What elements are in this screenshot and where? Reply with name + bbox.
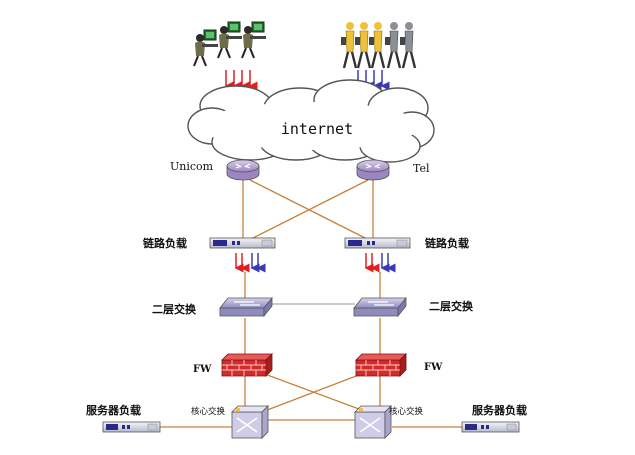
server-load-balancer-icon <box>102 421 161 433</box>
firewall-brick-icon <box>355 353 407 377</box>
server-load-balancer-icon <box>461 421 520 433</box>
router-icon <box>356 159 390 181</box>
l2-switch-left-label: 二层交换 <box>152 302 197 316</box>
walking-people-icon <box>341 22 417 69</box>
core-switch-icon <box>231 405 269 439</box>
traffic-arrows-middle <box>234 253 396 273</box>
fw-right-label: FW <box>424 362 443 373</box>
fw-left-label: FW <box>193 364 212 375</box>
load-balancer-device-icon <box>209 237 276 249</box>
isp-tel-label: Tel <box>413 162 430 175</box>
connection-lines <box>160 178 462 428</box>
internet-label: internet <box>281 120 353 138</box>
server-lb-left-label: 服务器负载 <box>86 403 141 417</box>
link-right-fw-to-left-core <box>261 372 365 413</box>
core-switch-left-label: 核心交换 <box>191 406 226 417</box>
link-unicom-to-right-lb <box>249 179 374 243</box>
core-switch-icon <box>354 405 392 439</box>
isp-unicom-label: Unicom <box>170 160 214 173</box>
link-lb-right-label: 链路负载 <box>425 236 469 250</box>
users-at-computers-icon <box>193 21 266 67</box>
layer2-switch-icon <box>353 296 407 318</box>
link-lb-left-label: 链路负载 <box>143 236 187 250</box>
l2-switch-right-label: 二层交换 <box>429 299 474 313</box>
core-switch-right-label: 核心交换 <box>389 406 424 417</box>
cloud-icon <box>187 79 435 163</box>
router-icon <box>226 159 260 181</box>
load-balancer-device-icon <box>344 237 411 249</box>
link-tel-to-left-lb <box>244 179 369 243</box>
layer2-switch-icon <box>219 296 273 318</box>
server-lb-right-label: 服务器负载 <box>472 403 527 417</box>
firewall-brick-icon <box>221 353 273 377</box>
